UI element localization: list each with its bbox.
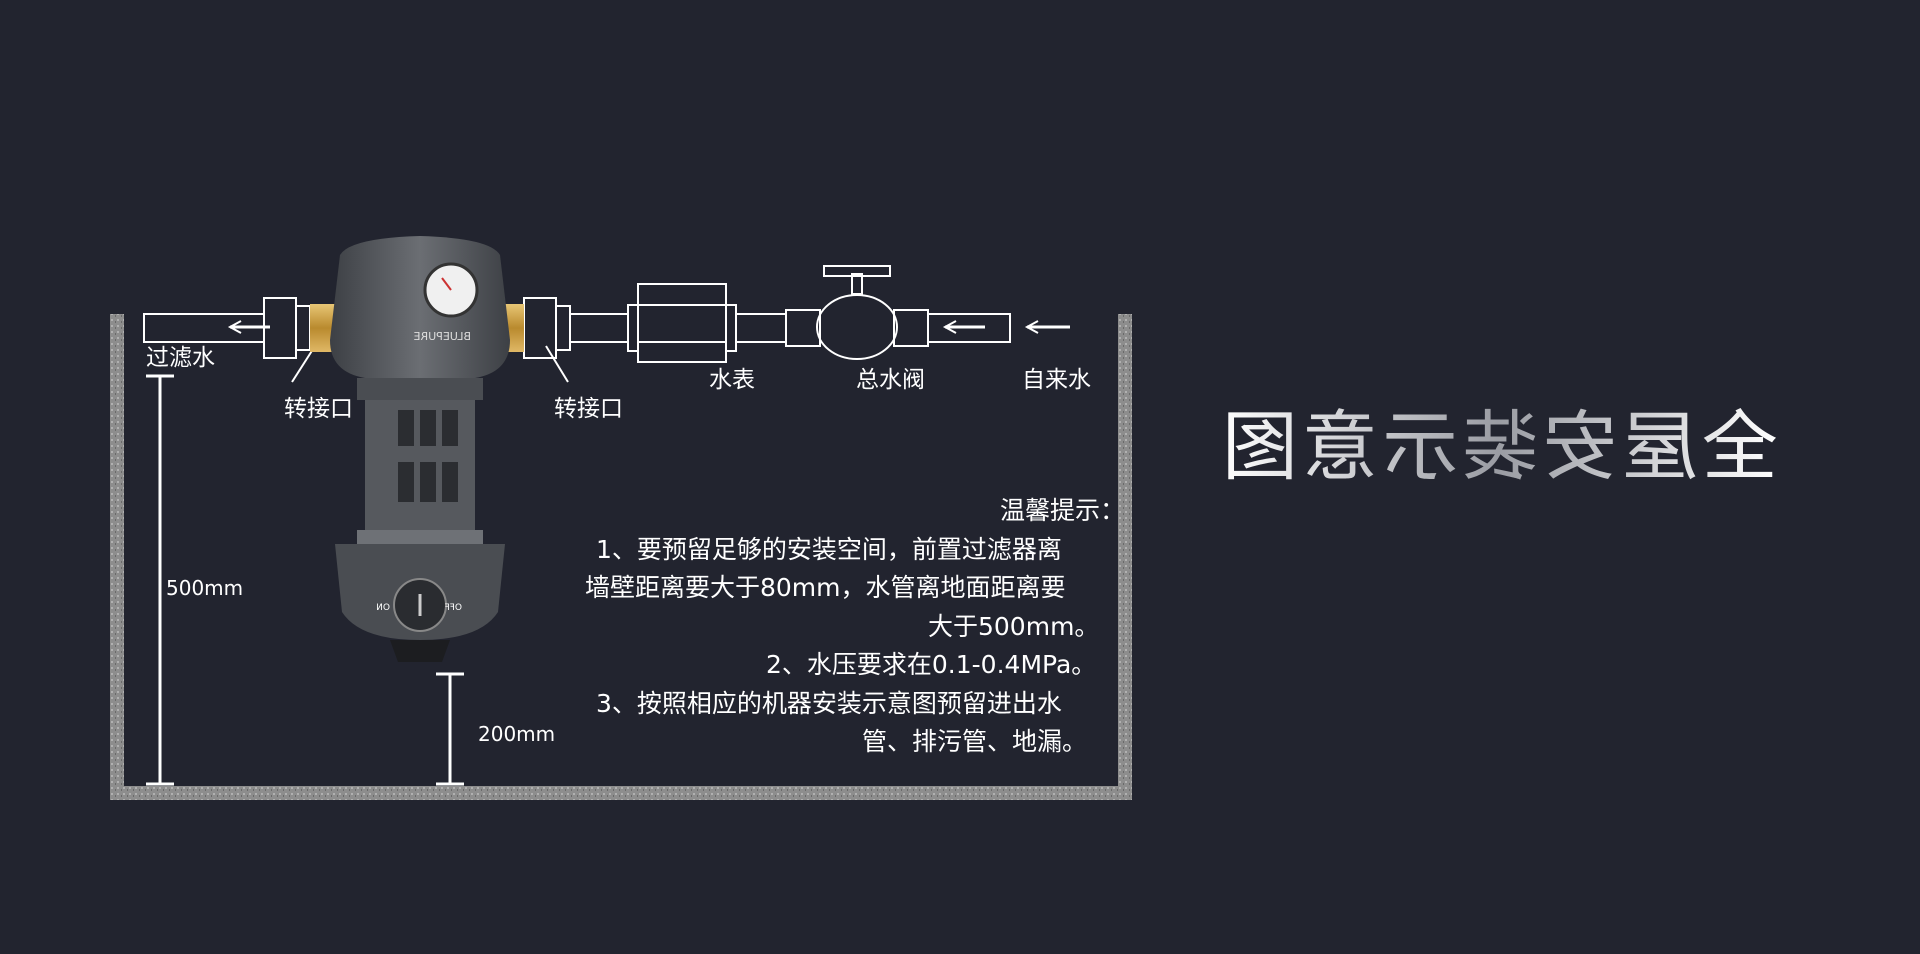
label-water-meter: 水表 [709,367,755,393]
label-filtered-water: 过滤水 [146,345,215,371]
tip-line-3: 大于500mm。 [928,612,1099,641]
tip-line-1: 1、要预留足够的安装空间，前置过滤器离 [596,535,1062,564]
tip-line-6: 管、排污管、地漏。 [862,727,1087,756]
brand-label: BLUEPURE [414,330,471,343]
dimension-200: 200mm [478,722,555,746]
page-title: 全屋安装示意图 [1218,402,1778,491]
knob-off-label: OFF [445,603,462,613]
dimension-lines [146,374,464,786]
tip-heading: 温馨提示： [1000,496,1125,525]
tip-line-5: 3、按照相应的机器安装示意图预留进出水 [596,689,1062,718]
dimension-500: 500mm [166,576,243,600]
tip-line-2: 墙壁距离要大于80mm，水管离地面距离要 [585,573,1066,602]
label-main-valve: 总水阀 [856,367,925,393]
prefilter-unit: BLUEPURE ON OFF [330,236,510,662]
label-adapter-left: 转接口 [284,396,353,422]
tips-block: 温馨提示： 1、要预留足够的安装空间，前置过滤器离 墙壁距离要大于80mm，水管… [585,496,1125,756]
label-tap-water: 自来水 [1022,367,1091,393]
wall-frame [110,314,1132,800]
tip-line-4: 2、水压要求在0.1-0.4MPa。 [766,650,1096,679]
label-adapter-right: 转接口 [554,396,623,422]
knob-on-label: ON [376,603,390,613]
